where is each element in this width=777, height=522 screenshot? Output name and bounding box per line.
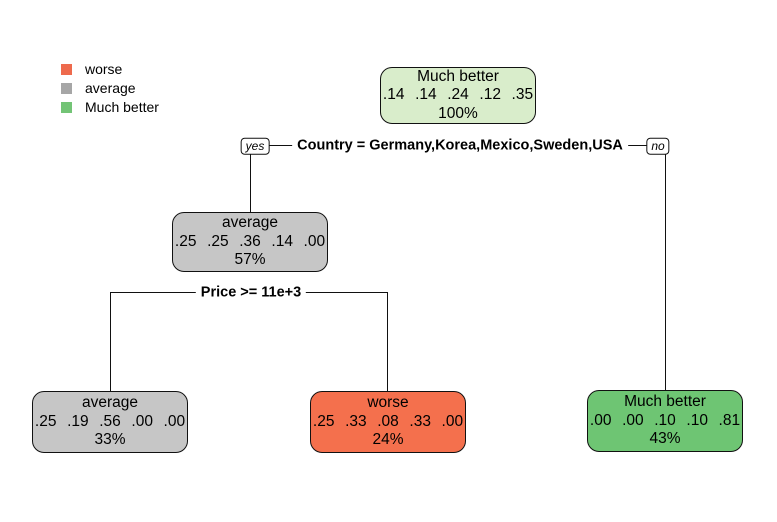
legend-swatch-worse	[61, 64, 72, 75]
legend-label-much-better: Much better	[85, 99, 159, 115]
node-coverage: 43%	[649, 430, 681, 448]
node-coverage: 33%	[94, 431, 126, 449]
branch-line-price-right-drop	[387, 292, 389, 391]
tree-leaf-much-better: Much better .00 .00 .10 .10 .81 43%	[587, 390, 743, 452]
node-class-label: average	[221, 214, 278, 232]
legend-item-worse: worse	[61, 60, 159, 79]
node-probabilities: .25 .19 .56 .00 .00	[34, 412, 186, 430]
node-class-label: worse	[367, 394, 409, 412]
legend-label-worse: worse	[85, 61, 123, 77]
node-class-label: Much better	[417, 67, 499, 85]
legend-item-average: average	[61, 79, 159, 98]
tree-node-internal-average: average .25 .25 .36 .14 .00 57%	[172, 212, 328, 272]
legend: worse average Much better	[61, 60, 159, 117]
no-badge: no	[646, 137, 670, 155]
node-probabilities: .00 .00 .10 .10 .81	[589, 411, 741, 429]
branch-line-no-drop	[665, 145, 667, 391]
branch-line-price-left-drop	[110, 292, 112, 391]
branch-line-yes-drop	[250, 145, 252, 213]
node-probabilities: .14 .14 .24 .12 .35	[382, 86, 534, 104]
node-class-label: average	[81, 394, 138, 412]
node-class-label: Much better	[624, 393, 706, 411]
yes-badge: yes	[240, 137, 270, 155]
node-coverage: 57%	[234, 251, 266, 269]
tree-node-root: Much better .14 .14 .24 .12 .35 100%	[380, 67, 536, 124]
split-label-price: Price >= 11e+3	[195, 284, 307, 302]
node-coverage: 24%	[372, 431, 404, 449]
tree-leaf-worse: worse .25 .33 .08 .33 .00 24%	[310, 391, 466, 453]
legend-label-average: average	[85, 80, 136, 96]
legend-swatch-average	[61, 83, 72, 94]
node-probabilities: .25 .25 .36 .14 .00	[174, 232, 326, 250]
tree-leaf-average: average .25 .19 .56 .00 .00 33%	[32, 391, 188, 453]
split-label-country: Country = Germany,Korea,Mexico,Sweden,US…	[292, 137, 628, 155]
legend-item-much-better: Much better	[61, 98, 159, 117]
node-probabilities: .25 .33 .08 .33 .00	[312, 412, 464, 430]
legend-swatch-much-better	[61, 102, 72, 113]
node-coverage: 100%	[438, 104, 478, 122]
